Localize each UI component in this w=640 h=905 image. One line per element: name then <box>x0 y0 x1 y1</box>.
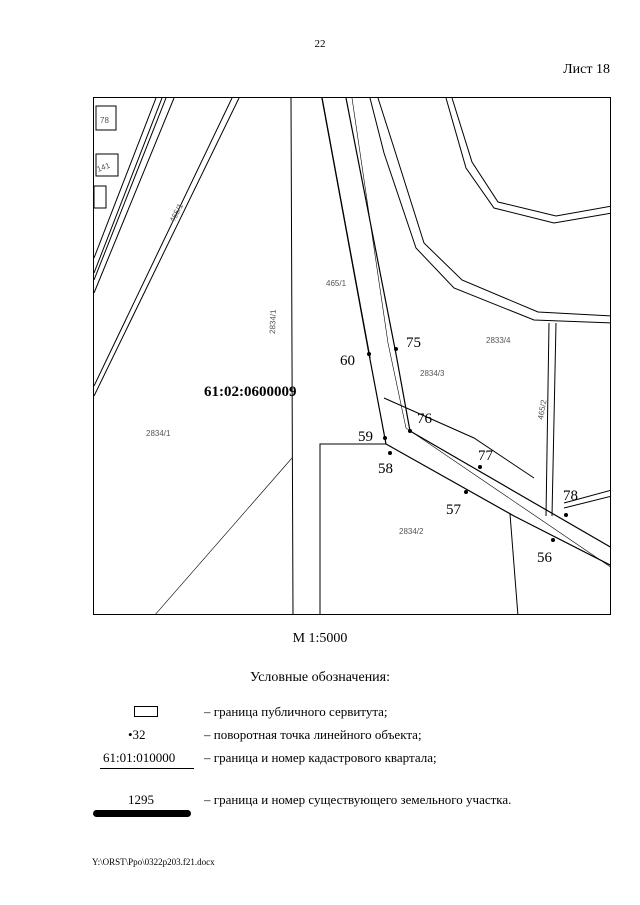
legend-symbol-turning-point: •32 <box>128 727 146 742</box>
diagonal-line <box>155 457 293 614</box>
point-label: 59 <box>358 429 373 445</box>
map-drawing: 78 141 465/1 465/1 2834/1 2834/1 2833/4 … <box>94 98 610 614</box>
legend-description: – граница и номер существующего земельно… <box>204 792 512 807</box>
point-label: 60 <box>340 353 355 369</box>
parcel-boundary <box>509 513 519 614</box>
cadastral-quarter-label: 61:02:0600009 <box>204 384 297 400</box>
parcel-label: 78 <box>100 116 109 125</box>
sheet-label: Лист 18 <box>563 62 610 77</box>
map-scale: М 1:5000 <box>292 631 348 646</box>
parcel-label: 2834/1 <box>268 309 278 334</box>
parcel-label: 2834/2 <box>399 527 424 536</box>
legend-description: – поворотная точка линейного объекта; <box>204 727 422 742</box>
buildings <box>94 105 119 209</box>
cadastral-map: 78 141 465/1 465/1 2834/1 2834/1 2833/4 … <box>93 97 611 615</box>
point-label: 78 <box>563 488 578 504</box>
easement-inner <box>351 98 610 568</box>
legend-description: – граница публичного сервитута; <box>204 704 388 719</box>
parcel-label: 2833/4 <box>486 336 511 345</box>
parcel-label: 2834/1 <box>146 429 171 438</box>
turning-points <box>367 347 568 542</box>
legend-underline <box>100 768 194 769</box>
legend-symbol-quarter: 61:01:010000 <box>103 750 176 765</box>
point-label: 58 <box>378 461 393 477</box>
legend-symbol-parcel: 1295 <box>128 792 154 807</box>
legend-description: – граница и номер кадастрового квартала; <box>204 750 437 765</box>
parcel-boundaries-upper-right <box>369 98 610 517</box>
page-number: 22 <box>314 38 326 50</box>
road-lines <box>94 98 240 397</box>
point-label: 75 <box>406 335 421 351</box>
parcel-boundary-2834-2 <box>319 443 386 614</box>
point-label: 77 <box>478 448 494 464</box>
legend-symbol-easement <box>134 706 158 717</box>
vertical-boundary <box>290 98 294 614</box>
point-label: 57 <box>446 502 462 518</box>
parcel-label: 2834/3 <box>420 369 445 378</box>
parcel-label: 465/2 <box>536 399 548 421</box>
legend-thick-bar <box>93 810 191 817</box>
parcel-label: 141 <box>96 161 112 174</box>
file-path-footer: Y:\ORST\Ppo\0322p203.f21.docx <box>92 857 215 867</box>
parcel-label: 465/1 <box>326 279 347 288</box>
point-label: 76 <box>417 411 433 427</box>
point-label: 56 <box>537 550 553 566</box>
legend-title: Условные обозначения: <box>249 670 391 685</box>
